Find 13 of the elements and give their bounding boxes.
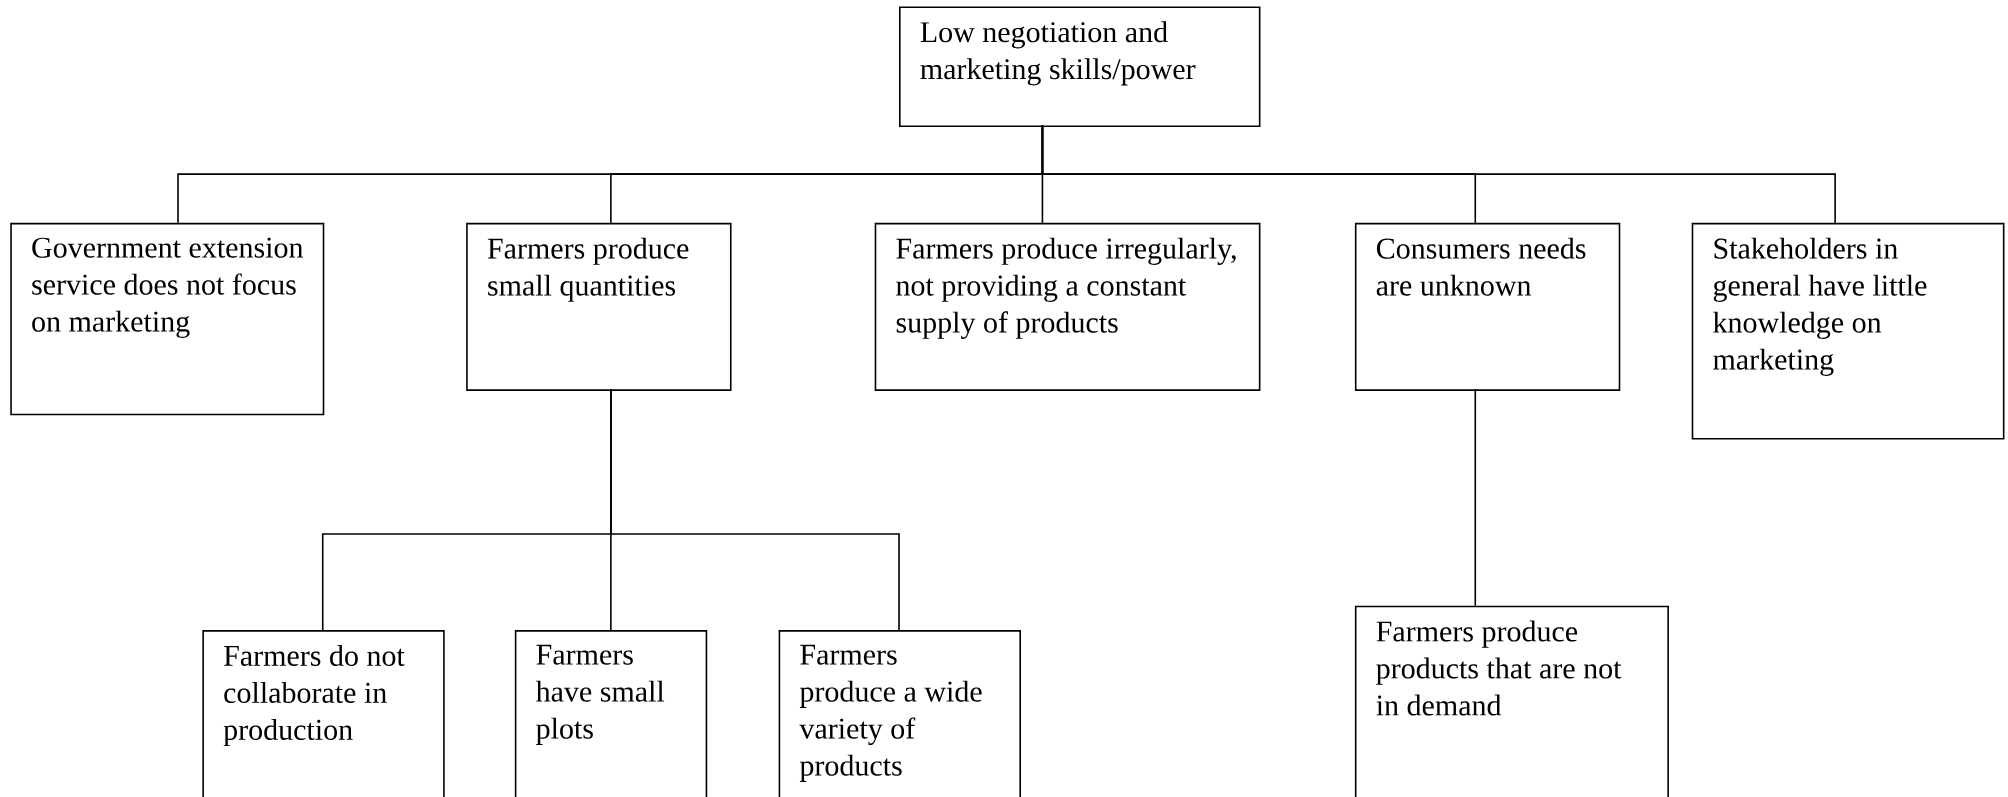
process-box: Farmers produce small quantities xyxy=(466,222,732,391)
process-box: Farmers produce a wide variety of products xyxy=(778,630,1021,797)
connector-line xyxy=(610,388,900,631)
process-box: Farmers produce products that are not in demand xyxy=(1354,605,1669,797)
connector-line xyxy=(1474,388,1477,607)
process-box: Consumers needs are unknown xyxy=(1354,222,1621,391)
process-box: Government extension service does not focus on marketing xyxy=(10,222,325,416)
connector-line xyxy=(1041,124,1836,224)
process-box: Low negotiation and marketing skills/power xyxy=(899,6,1261,128)
process-box: Farmers produce irregularly, not providing a constant supply of products xyxy=(874,222,1261,391)
process-box: Farmers do not collaborate in production xyxy=(202,630,445,797)
process-box: Stakeholders in general have little knowledge on marketing xyxy=(1691,222,2005,440)
process-box: Farmers have small plots xyxy=(514,630,708,797)
